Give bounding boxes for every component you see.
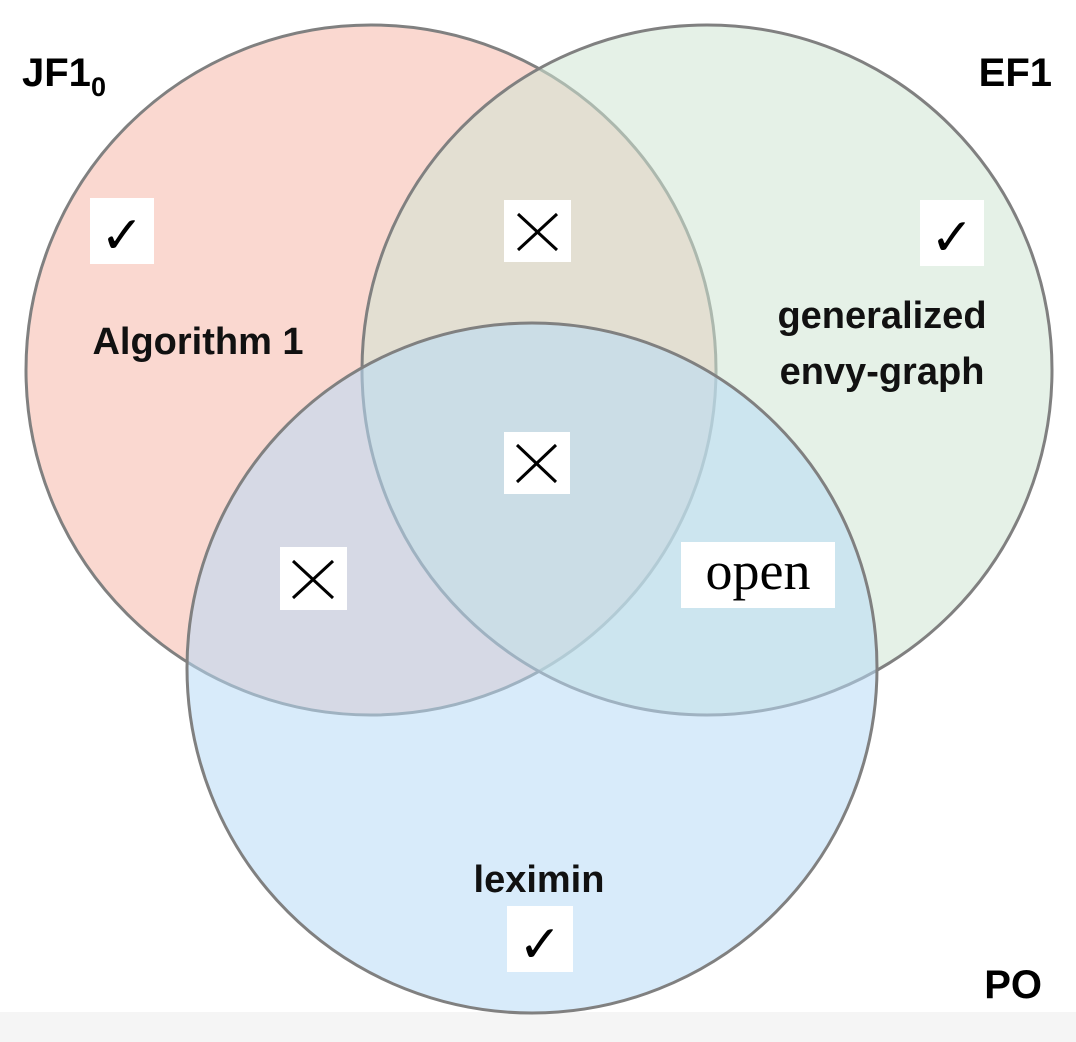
region-label-generalized: generalized bbox=[777, 295, 986, 337]
cross-icon bbox=[291, 559, 335, 600]
check-icon: ✓ bbox=[518, 915, 562, 975]
set-label-jf1: JF10 bbox=[22, 51, 106, 102]
region-label-algorithm-1: Algorithm 1 bbox=[92, 321, 303, 363]
region-po-only: leximin ✓ bbox=[474, 859, 605, 975]
circle-po bbox=[185, 321, 879, 1015]
region-jf1-only: ✓ Algorithm 1 bbox=[90, 198, 304, 363]
region-jf1-ef1 bbox=[504, 200, 571, 262]
check-box-ef1 bbox=[920, 200, 984, 266]
region-jf1-ef1-po bbox=[504, 432, 570, 494]
bottom-band bbox=[0, 1012, 1076, 1042]
region-ef1-only: ✓ generalized envy-graph bbox=[777, 200, 987, 393]
set-label-jf1-main: JF1 bbox=[22, 51, 91, 95]
check-icon: ✓ bbox=[100, 206, 144, 266]
check-box-jf1 bbox=[90, 198, 154, 264]
check-icon: ✓ bbox=[930, 208, 974, 268]
region-ef1-po: open bbox=[681, 541, 835, 608]
region-label-open: open bbox=[706, 541, 811, 601]
region-jf1-po bbox=[280, 547, 347, 610]
open-box bbox=[681, 542, 835, 608]
set-label-ef1: EF1 bbox=[979, 51, 1052, 95]
region-label-leximin: leximin bbox=[474, 859, 605, 901]
set-label-jf1-subscript: 0 bbox=[91, 72, 106, 102]
region-label-envy-graph: envy-graph bbox=[780, 351, 985, 393]
set-label-po: PO bbox=[984, 963, 1042, 1007]
cross-icon bbox=[516, 212, 559, 252]
check-box-po bbox=[507, 906, 573, 972]
cross-icon bbox=[515, 443, 558, 484]
